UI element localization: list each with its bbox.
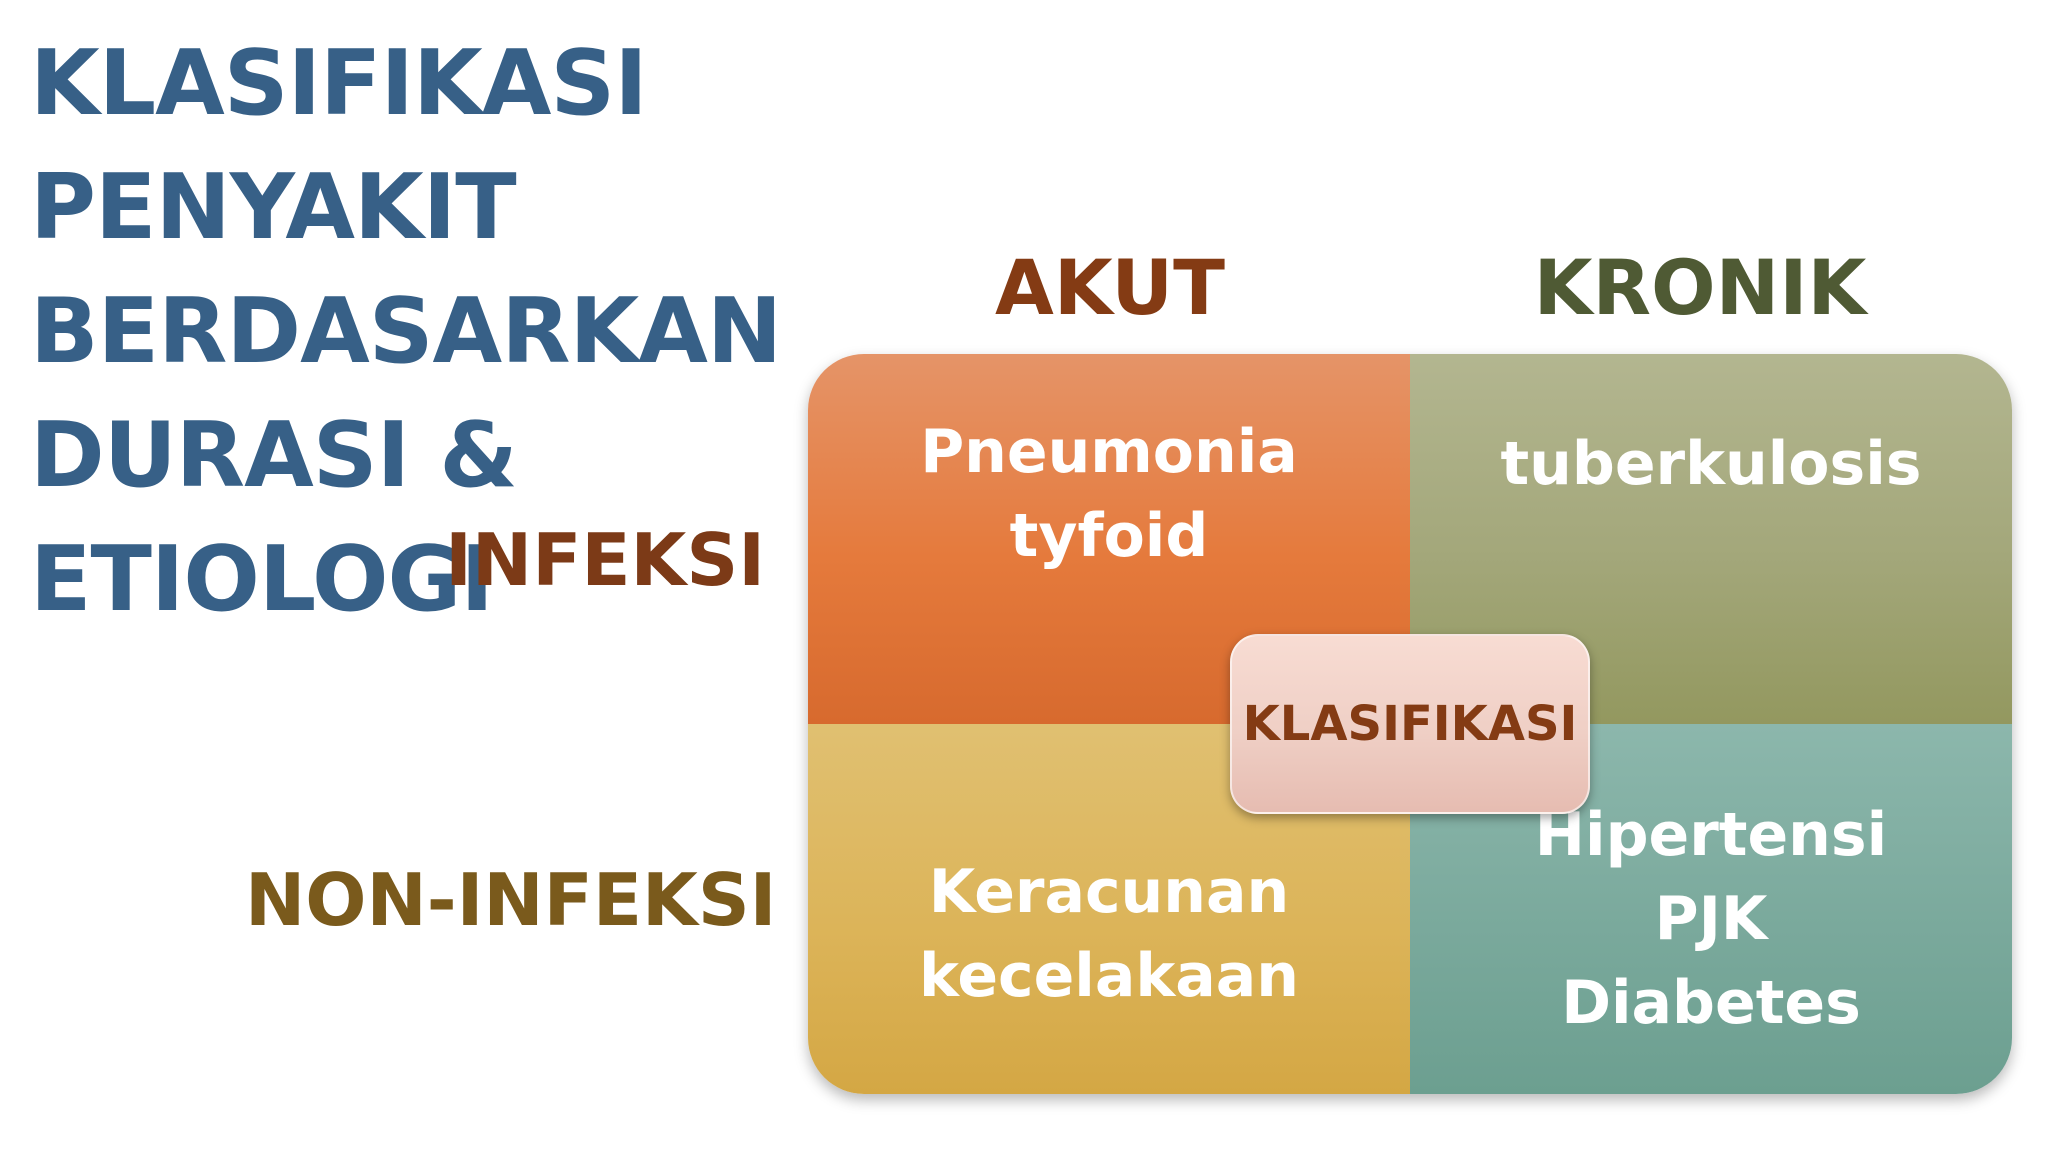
title-line-5: ETIOLOGI bbox=[30, 527, 494, 632]
cell-text: Hipertensi bbox=[1534, 800, 1888, 870]
center-classification-box: KLASIFIKASI bbox=[1230, 634, 1590, 814]
cell-text: tuberkulosis bbox=[1500, 429, 1922, 499]
cell-text: PJK bbox=[1654, 884, 1768, 954]
column-label-kronik: KRONIK bbox=[1533, 243, 1867, 332]
page-title: KLASIFIKASI PENYAKIT BERDASARKAN DURASI … bbox=[30, 22, 782, 642]
center-label: KLASIFIKASI bbox=[1242, 696, 1578, 752]
row-label-infeksi: INFEKSI bbox=[445, 518, 765, 602]
cell-text: Pneumonia bbox=[920, 417, 1298, 487]
title-line-3: BERDASARKAN bbox=[30, 279, 782, 384]
title-line-1: KLASIFIKASI bbox=[30, 31, 648, 136]
row-label-non-infeksi: NON-INFEKSI bbox=[245, 858, 777, 942]
cell-text: kecelakaan bbox=[919, 941, 1299, 1011]
cell-text: Keracunan bbox=[928, 857, 1290, 927]
title-line-4: DURASI & bbox=[30, 403, 518, 508]
column-label-akut: AKUT bbox=[995, 243, 1225, 332]
title-line-2: PENYAKIT bbox=[30, 155, 517, 260]
classification-matrix: Pneumonia tyfoid tuberkulosis Keracunan … bbox=[808, 354, 2012, 1094]
cell-text: tyfoid bbox=[1009, 501, 1209, 571]
cell-text: Diabetes bbox=[1561, 968, 1861, 1038]
